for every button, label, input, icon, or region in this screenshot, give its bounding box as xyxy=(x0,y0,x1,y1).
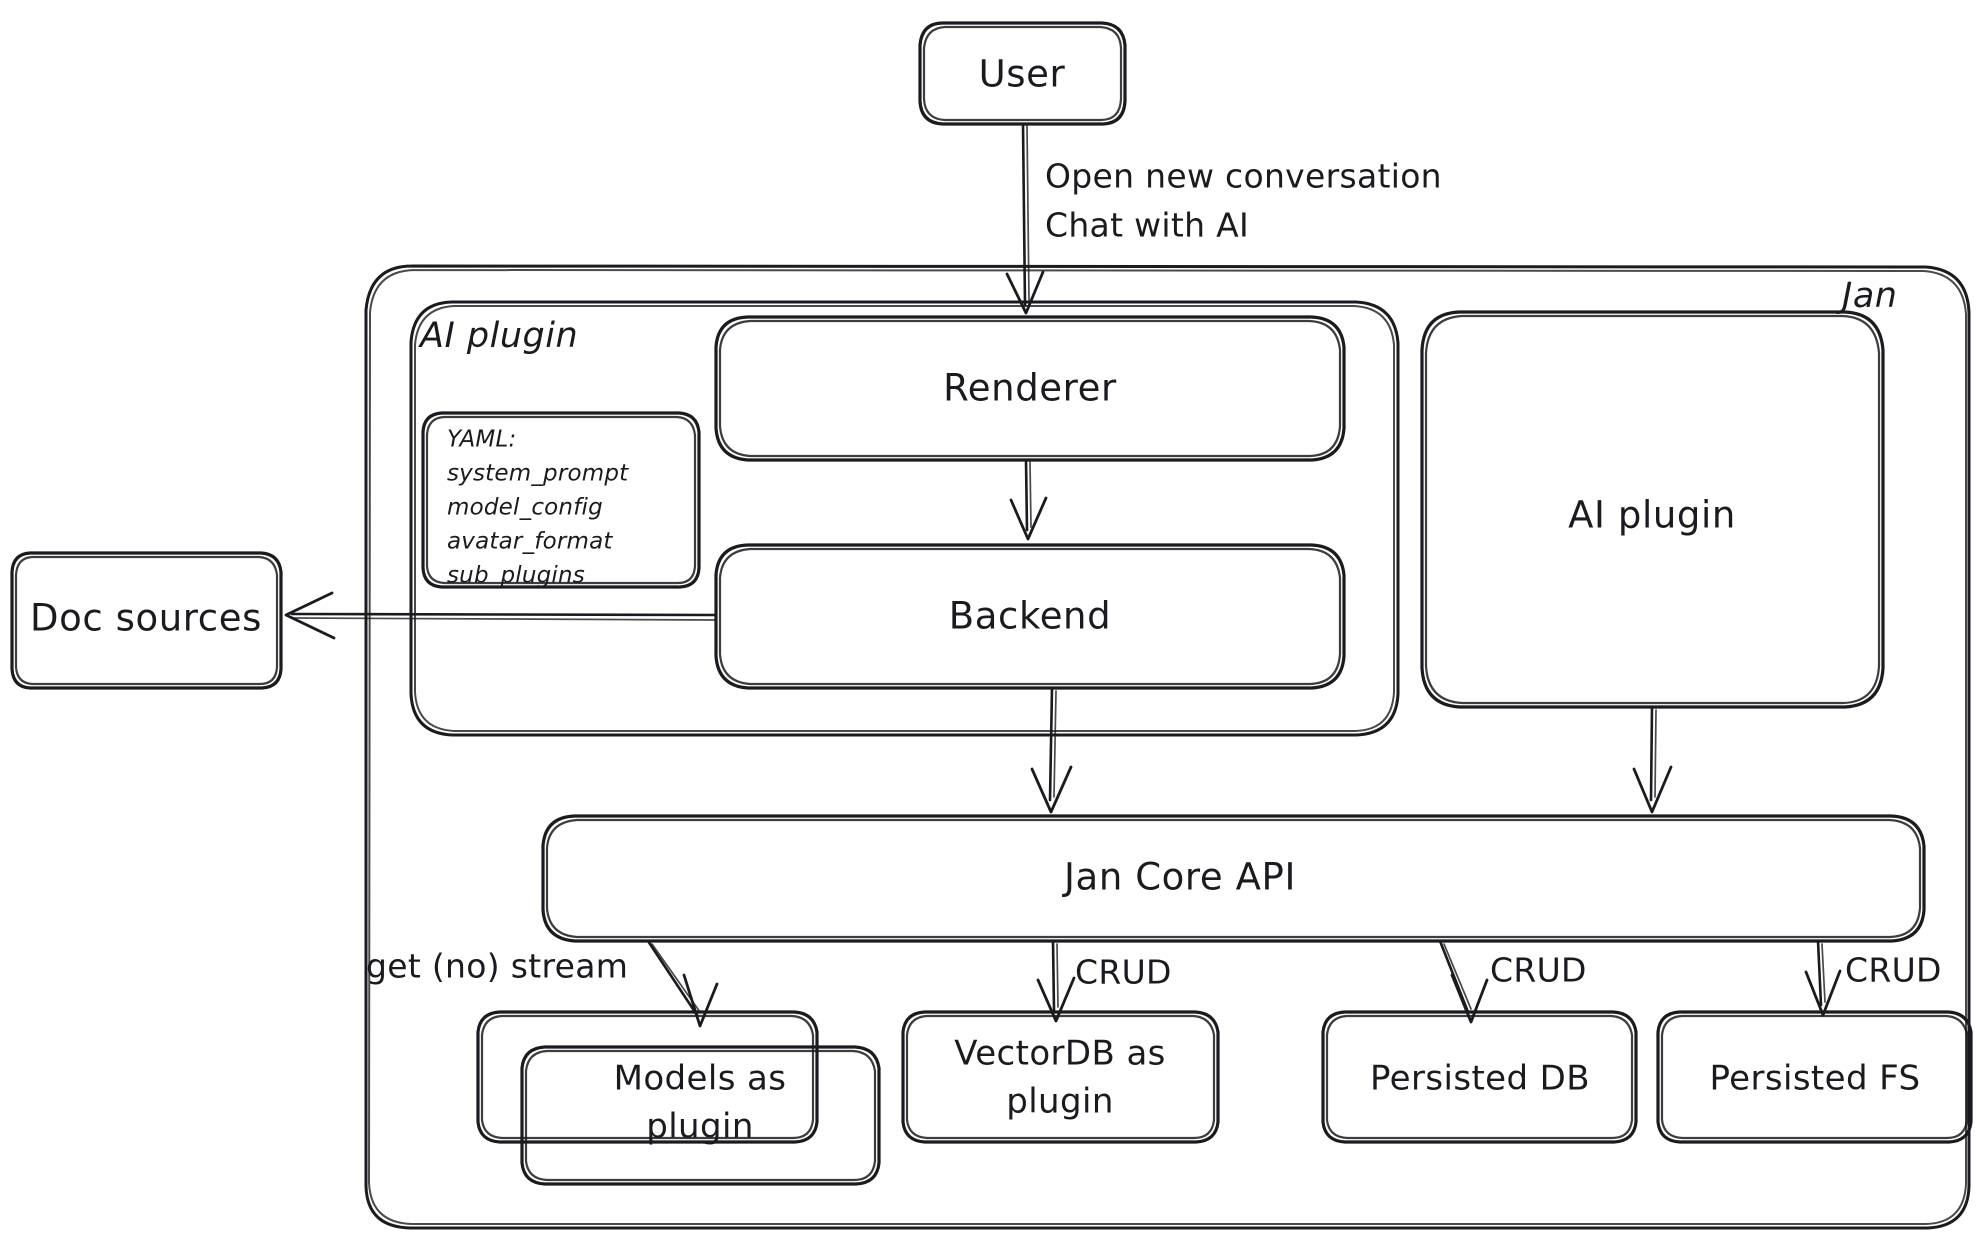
node-models-as-plugin-label-line2: plugin xyxy=(646,1107,754,1147)
edge-label-chat-with-ai: Chat with AI xyxy=(1045,206,1249,245)
node-persisted-db-label: Persisted DB xyxy=(1370,1059,1590,1099)
node-jan-core-api-label: Jan Core API xyxy=(1062,856,1296,899)
edge-core-api-to-persisted-db: CRUD xyxy=(1438,939,1587,1024)
edge-label-get-no-stream: get (no) stream xyxy=(366,947,628,986)
node-persisted-fs-label: Persisted FS xyxy=(1709,1059,1920,1099)
yaml-note-box: YAML: system_prompt model_config avatar_… xyxy=(421,411,701,589)
node-models-as-plugin[interactable]: Models as plugin xyxy=(476,1010,881,1186)
container-jan-label: Jan xyxy=(1836,276,1897,316)
node-vectordb-as-plugin[interactable]: VectorDB as plugin xyxy=(901,1010,1220,1144)
container-jan: Jan xyxy=(364,264,1971,1230)
container-ai-plugin-group-label: AI plugin xyxy=(418,316,578,356)
node-persisted-fs[interactable]: Persisted FS xyxy=(1656,1010,1973,1144)
edge-label-crud-persisted-fs: CRUD xyxy=(1845,951,1942,990)
node-backend[interactable]: Backend xyxy=(714,543,1346,690)
yaml-key-sub-plugins: sub_plugins xyxy=(447,563,585,589)
edge-core-api-to-vectordb: CRUD xyxy=(1036,939,1172,1023)
edge-user-to-renderer: Open new conversation Chat with AI xyxy=(1005,122,1442,315)
node-persisted-db[interactable]: Persisted DB xyxy=(1321,1010,1638,1144)
edge-ai-plugin-to-core-api xyxy=(1632,705,1673,814)
edge-backend-to-core-api xyxy=(1030,686,1073,814)
edge-backend-to-doc-sources xyxy=(284,591,718,640)
edge-core-api-to-persisted-fs: CRUD xyxy=(1804,939,1942,1017)
node-backend-label: Backend xyxy=(949,595,1111,638)
container-ai-plugin-group: AI plugin xyxy=(409,300,1400,737)
node-user[interactable]: User xyxy=(918,21,1127,126)
yaml-key-system-prompt: system_prompt xyxy=(447,461,629,487)
node-user-label: User xyxy=(979,53,1066,96)
node-vectordb-as-plugin-label-line2: plugin xyxy=(1006,1082,1114,1122)
edge-label-crud-persisted-db: CRUD xyxy=(1490,951,1587,990)
node-jan-core-api[interactable]: Jan Core API xyxy=(541,814,1926,943)
node-ai-plugin-label: AI plugin xyxy=(1568,494,1736,537)
node-renderer[interactable]: Renderer xyxy=(714,315,1346,462)
node-renderer-label: Renderer xyxy=(943,367,1117,410)
node-ai-plugin[interactable]: AI plugin xyxy=(1420,310,1885,709)
yaml-key-model-config: model_config xyxy=(447,495,603,521)
node-models-as-plugin-label-line1: Models as xyxy=(614,1059,787,1099)
node-vectordb-as-plugin-label-line1: VectorDB as xyxy=(954,1034,1166,1074)
edge-renderer-to-backend xyxy=(1009,458,1048,541)
edge-label-crud-vectordb: CRUD xyxy=(1075,953,1172,992)
node-doc-sources[interactable]: Doc sources xyxy=(10,551,283,690)
edge-label-open-conversation: Open new conversation xyxy=(1045,157,1442,196)
yaml-heading: YAML: xyxy=(447,427,516,453)
edge-core-api-to-models: get (no) stream xyxy=(366,939,719,1028)
node-doc-sources-label: Doc sources xyxy=(30,597,262,640)
yaml-key-avatar-format: avatar_format xyxy=(447,529,613,555)
